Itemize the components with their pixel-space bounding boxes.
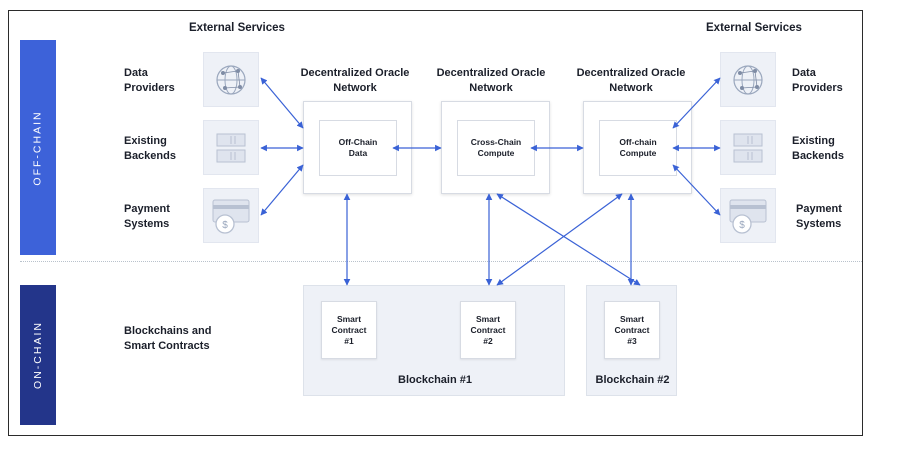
left-data-providers-thumb [203, 52, 259, 107]
right-data-providers-label: Data Providers [792, 67, 843, 94]
right-payment-systems-thumb: $ [720, 188, 776, 243]
network-globe-icon [733, 64, 763, 95]
left-payment-systems-thumb: $ [203, 188, 259, 243]
right-payment-systems-label: Payment Systems [796, 203, 842, 230]
arrow-don2-to-blockchain2 [496, 193, 641, 286]
on-chain-section-label: Blockchains and Smart Contracts [124, 325, 212, 352]
smart-contract-2: Smart Contract #2 [460, 301, 516, 359]
network-globe-icon [216, 64, 246, 95]
left-existing-backends-thumb [203, 120, 259, 175]
right-existing-backends-label: Existing Backends [792, 135, 844, 162]
off-on-chain-divider [20, 261, 862, 262]
don-3-title: Decentralized Oracle Network [576, 67, 686, 94]
external-services-title-left: External Services [189, 22, 285, 34]
off-chain-band: OFF-CHAIN [20, 40, 56, 255]
smart-contract-3: Smart Contract #3 [604, 301, 660, 359]
blockchain-2-label: Blockchain #2 [595, 374, 670, 386]
smart-contract-1: Smart Contract #1 [321, 301, 377, 359]
on-chain-band: ON-CHAIN [20, 285, 56, 425]
don-box-off-chain-data: Off-Chain Data [303, 101, 412, 194]
blockchain-1-label: Blockchain #1 [398, 374, 472, 386]
arrow-left-data-to-don1 [260, 77, 304, 129]
arrow-don3-to-blockchain1 [496, 193, 623, 286]
left-payment-systems-label: Payment Systems [124, 203, 170, 230]
don-1-title: Decentralized Oracle Network [300, 67, 410, 94]
arrow-don3-to-right-data [672, 77, 721, 129]
right-data-providers-thumb [720, 52, 776, 107]
right-existing-backends-thumb [720, 120, 776, 175]
svg-text:$: $ [739, 220, 745, 231]
blockchain-2-panel: Smart Contract #3 Blockchain #2 [586, 285, 677, 396]
don-2-title: Decentralized Oracle Network [436, 67, 546, 94]
payment-card-icon: $ [212, 199, 250, 234]
payment-card-icon: $ [729, 199, 767, 234]
server-stack-icon [733, 133, 763, 162]
arrow-left-payment-to-don1 [260, 164, 304, 216]
left-data-providers-label: Data Providers [124, 67, 175, 94]
server-stack-icon [216, 133, 246, 162]
svg-text:$: $ [222, 220, 228, 231]
left-existing-backends-label: Existing Backends [124, 135, 176, 162]
arrow-don3-to-right-payment [672, 164, 721, 216]
blockchain-1-panel: Smart Contract #1 Smart Contract #2 Bloc… [303, 285, 565, 396]
external-services-title-right: External Services [706, 22, 802, 34]
